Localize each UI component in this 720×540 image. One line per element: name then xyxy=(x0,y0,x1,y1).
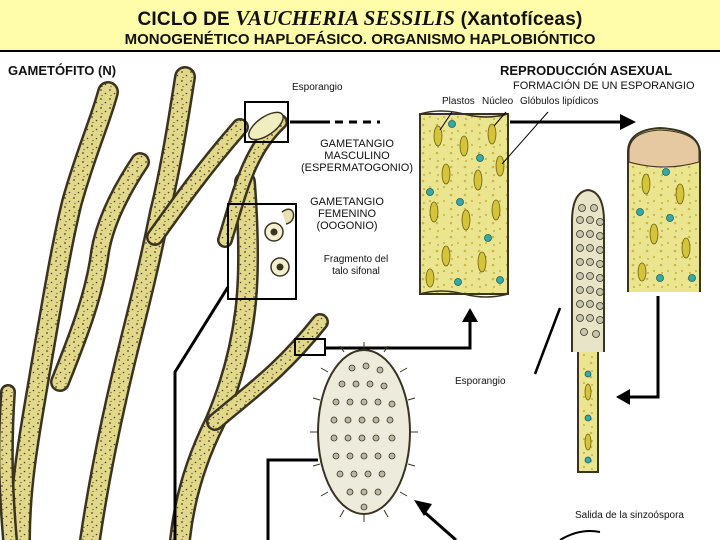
arrow-head-right xyxy=(620,114,636,130)
connector-lines xyxy=(173,120,472,540)
reproduccion-asexual-label: REPRODUCCIÓN ASEXUAL xyxy=(500,63,673,78)
vaucheria-diagram xyxy=(0,66,701,540)
formacion-label: FORMACIÓN DE UN ESPORANGIO xyxy=(513,80,695,92)
gametofito-label: GAMETÓFITO (N) xyxy=(8,63,117,78)
gametophyte-filaments xyxy=(0,66,329,540)
esporangio-mid-label: Esporangio xyxy=(455,376,506,387)
gametangio-masc-line-1: GAMETANGIO xyxy=(320,138,394,150)
title-species: VAUCHERIA SESSILIS xyxy=(235,6,456,30)
forming-sporangium xyxy=(627,126,701,292)
gametangio-fem-line-2: FEMENINO xyxy=(317,208,377,220)
arrow-formation-to-mature xyxy=(616,296,660,405)
fragmento-label: Fragmento del talo sifonal xyxy=(312,254,400,278)
sporangium-tip xyxy=(248,111,284,141)
globulos-label: Glóbulos lipídicos xyxy=(520,96,599,107)
filament-2 xyxy=(50,152,150,392)
title-banner: CICLO DE VAUCHERIA SESSILIS (Xantofíceas… xyxy=(0,0,720,52)
filament-8 xyxy=(0,384,18,540)
release-curve xyxy=(559,530,601,540)
fragmento-line-2: talo sifonal xyxy=(332,266,380,277)
sporangium-inset-box xyxy=(244,101,289,143)
diagram-subtitle: MONOGENÉTICO HAPLOFÁSICO. ORGANISMO HAPL… xyxy=(124,31,596,48)
filament-5 xyxy=(169,171,260,540)
fragmento-line-1: Fragmento del xyxy=(323,254,389,265)
title-suffix: (Xantofíceas) xyxy=(455,9,583,30)
gametangio-femenino-label: GAMETANGIO FEMENINO (OOGONIO) xyxy=(292,196,402,232)
arrow-to-fragment xyxy=(462,308,478,322)
filament-3 xyxy=(79,66,196,540)
esporangio-top-label: Esporangio xyxy=(292,82,343,93)
diagram-title: CICLO DE VAUCHERIA SESSILIS (Xantofíceas… xyxy=(0,6,720,31)
plastos-label: Plastos xyxy=(442,96,475,107)
filament-4 xyxy=(146,118,249,246)
gametangia-cluster xyxy=(264,208,295,277)
gametangio-masc-line-3: (ESPERMATOGONIO) xyxy=(300,162,414,174)
mature-sporangium xyxy=(571,188,605,473)
arrow-sporangium-to-fragment xyxy=(533,307,562,375)
salida-label: Salida de la sinzoóspora xyxy=(575,510,684,521)
arrow-to-synzoospore xyxy=(414,500,457,540)
nucleo-label: Núcleo xyxy=(482,96,514,107)
gametangio-fem-line-1: GAMETANGIO xyxy=(310,196,384,208)
gametangio-masculino-label: GAMETANGIO MASCULINO (ESPERMATOGONIO) xyxy=(292,138,422,174)
gametangio-fem-line-3: (OOGONIO) xyxy=(316,220,378,232)
gametangio-masc-line-2: MASCULINO xyxy=(324,150,390,162)
title-prefix: CICLO DE xyxy=(137,9,236,30)
filament-1 xyxy=(9,81,119,540)
gametangia-inset-box xyxy=(227,203,297,300)
synzoospore xyxy=(310,342,418,522)
cytoplasm-fragment xyxy=(419,110,509,298)
